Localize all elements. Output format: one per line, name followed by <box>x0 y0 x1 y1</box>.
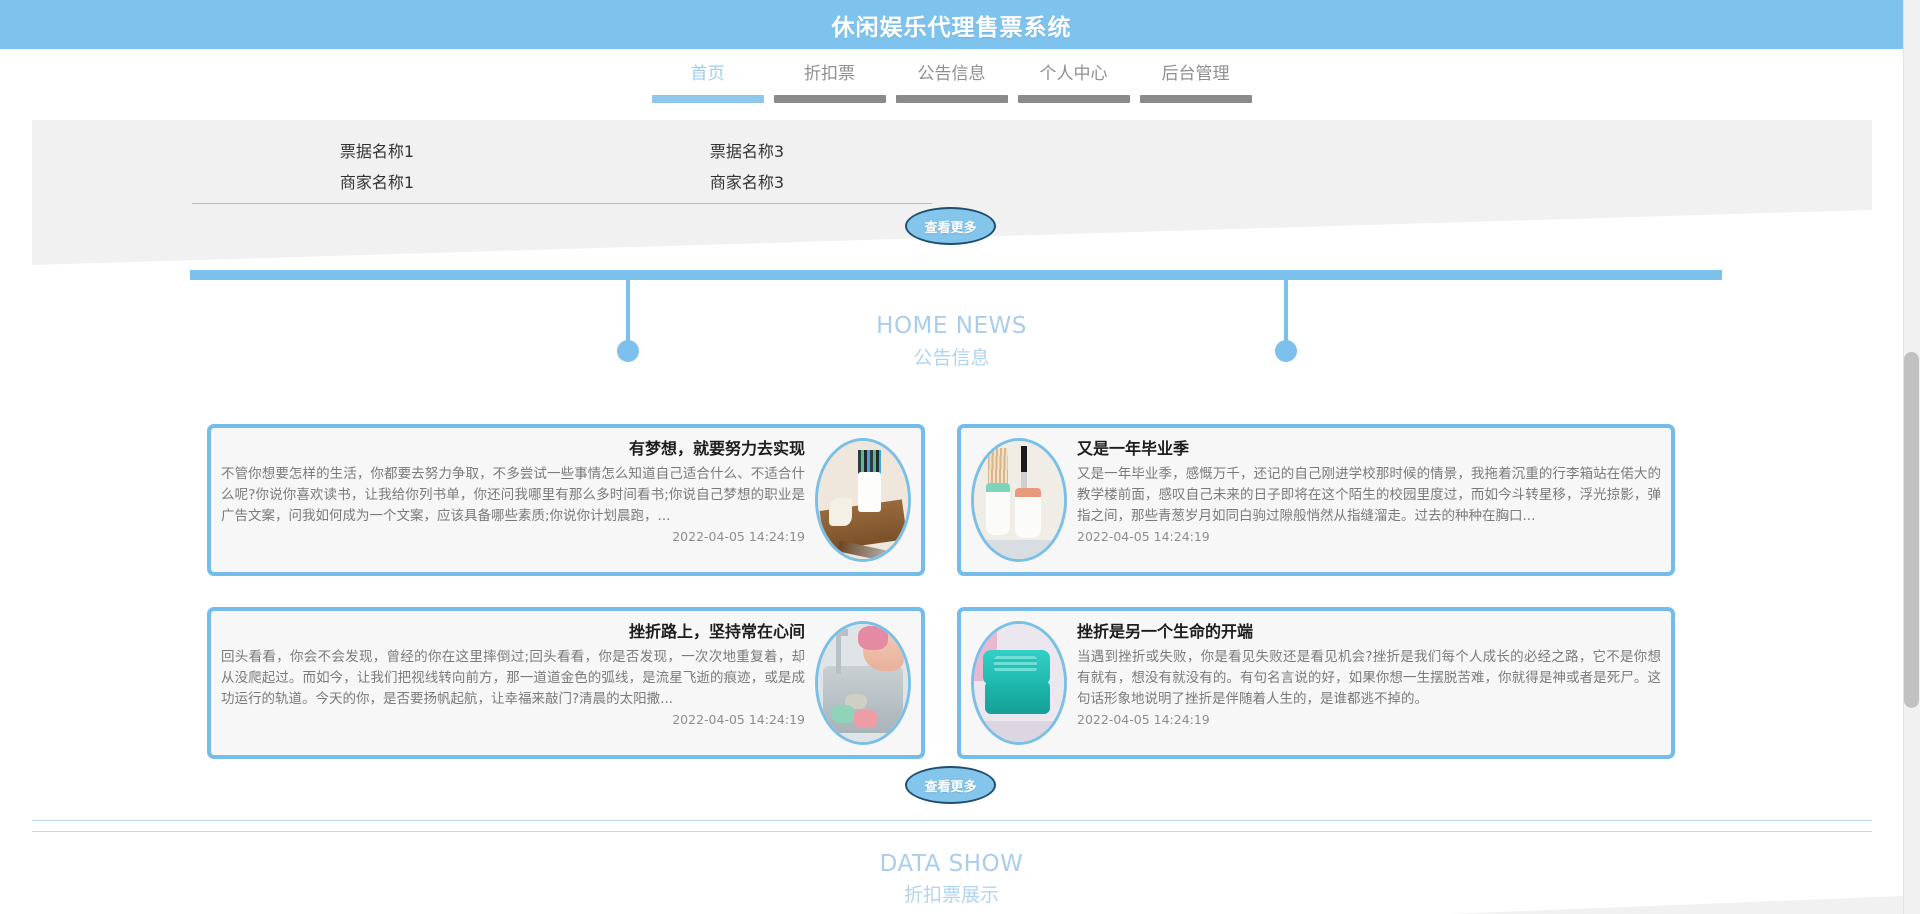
news-card-body: 又是一年毕业季 又是一年毕业季，感慨万千，还记的自己刚进学校那时候的情景，我拖着… <box>1077 436 1661 564</box>
news-card-body: 挫折是另一个生命的开端 当遇到挫折或失败，你是看见失败还是看见机会?挫折是我们每… <box>1077 619 1661 747</box>
ticket-divider <box>192 203 562 204</box>
news-view-more-button[interactable]: 查看更多 <box>905 766 996 804</box>
news-hanger-left-decoration <box>617 276 639 362</box>
nav-item-admin[interactable]: 后台管理 <box>1135 49 1257 103</box>
ticket-name: 票据名称3 <box>709 142 785 161</box>
section-divider-group <box>32 820 1872 832</box>
nav-item-label: 公告信息 <box>917 64 986 84</box>
news-description: 不管你想要怎样的生活，你都要去努力争取，不多尝试一些事情怎么知道自己适合什么、不… <box>221 466 805 524</box>
news-card[interactable]: 有梦想，就要努力去实现 不管你想要怎样的生活，你都要去努力争取，不多尝试一些事情… <box>207 424 925 576</box>
news-thumbnail-storage-box <box>971 621 1067 745</box>
news-hanger-right-decoration <box>1275 276 1297 362</box>
news-title: 挫折是另一个生命的开端 <box>1077 622 1254 641</box>
news-title: 又是一年毕业季 <box>1077 439 1190 458</box>
ticket-card[interactable]: 票据名称3 商家名称3 <box>562 128 932 220</box>
nav-item-personal-center[interactable]: 个人中心 <box>1013 49 1135 103</box>
news-card[interactable]: 挫折路上，坚持常在心间 回头看看，你会不会发现，曾经的你在这里摔倒过;回头看看，… <box>207 607 925 759</box>
news-card[interactable]: 挫折是另一个生命的开端 当遇到挫折或失败，你是看见失败还是看见机会?挫折是我们每… <box>957 607 1675 759</box>
news-timestamp: 2022-04-05 14:24:19 <box>1077 712 1210 727</box>
ticket-divider <box>562 203 932 204</box>
news-timestamp: 2022-04-05 14:24:19 <box>1077 529 1210 544</box>
divider-line <box>32 820 1872 821</box>
site-header: 休闲娱乐代理售票系统 <box>0 0 1903 49</box>
news-section-title-en: HOME NEWS <box>876 313 1027 339</box>
data-show-title-en: DATA SHOW <box>879 851 1024 877</box>
nav-item-discount-tickets[interactable]: 折扣票 <box>769 49 891 103</box>
ticket-card[interactable]: 票据名称1 商家名称1 <box>192 128 562 220</box>
news-timestamp: 2022-04-05 14:24:19 <box>672 529 805 544</box>
nav-item-label: 个人中心 <box>1039 64 1108 84</box>
news-card-body: 有梦想，就要努力去实现 不管你想要怎样的生活，你都要去努力争取，不多尝试一些事情… <box>221 436 805 564</box>
news-section-rule <box>190 270 1722 280</box>
news-card-grid: 有梦想，就要努力去实现 不管你想要怎样的生活，你都要去努力争取，不多尝试一些事情… <box>207 424 1676 759</box>
news-title: 有梦想，就要努力去实现 <box>628 439 805 458</box>
news-description: 回头看看，你会不会发现，曾经的你在这里摔倒过;回头看看，你是否发现，一次次地重复… <box>221 649 805 707</box>
news-thumbnail-pen-holder <box>971 438 1067 562</box>
ticket-shop-name: 商家名称1 <box>339 173 415 192</box>
divider-line <box>32 831 1872 832</box>
nav-item-announcements[interactable]: 公告信息 <box>891 49 1013 103</box>
news-section-title-cn: 公告信息 <box>913 347 990 369</box>
nav-active-indicator <box>651 95 764 103</box>
ticket-name: 票据名称1 <box>339 142 415 161</box>
vertical-scrollbar-track[interactable] <box>1903 0 1920 914</box>
ticket-shop-name: 商家名称3 <box>709 173 785 192</box>
news-card-body: 挫折路上，坚持常在心间 回头看看，你会不会发现，曾经的你在这里摔倒过;回头看看，… <box>221 619 805 747</box>
news-timestamp: 2022-04-05 14:24:19 <box>672 712 805 727</box>
data-show-title-cn: 折扣票展示 <box>903 884 999 906</box>
nav-indicator <box>895 95 1008 103</box>
nav-indicator <box>773 95 886 103</box>
news-thumbnail-desk-organizer <box>815 438 911 562</box>
nav-indicator <box>1017 95 1130 103</box>
page-title: 休闲娱乐代理售票系统 <box>831 14 1072 41</box>
vertical-scrollbar-thumb[interactable] <box>1904 352 1919 708</box>
nav-item-label: 折扣票 <box>804 64 855 84</box>
ticket-list: 票据名称1 商家名称1 票据名称3 商家名称3 <box>32 128 1872 220</box>
news-description: 又是一年毕业季，感慨万千，还记的自己刚进学校那时候的情景，我拖着沉重的行李箱站在… <box>1077 466 1661 524</box>
news-card[interactable]: 又是一年毕业季 又是一年毕业季，感慨万千，还记的自己刚进学校那时候的情景，我拖着… <box>957 424 1675 576</box>
nav-indicator <box>1139 95 1252 103</box>
nav-item-label: 后台管理 <box>1161 64 1230 84</box>
tickets-view-more-button[interactable]: 查看更多 <box>905 207 996 245</box>
news-description: 当遇到挫折或失败，你是看见失败还是看见机会?挫折是我们每个人成长的必经之路，它不… <box>1077 649 1661 707</box>
news-title: 挫折路上，坚持常在心间 <box>628 622 805 641</box>
nav-item-home[interactable]: 首页 <box>647 49 769 103</box>
news-thumbnail-kitchen-sponge <box>815 621 911 745</box>
nav-item-label: 首页 <box>690 64 725 84</box>
main-navigation: 首页 折扣票 公告信息 个人中心 后台管理 <box>0 49 1903 115</box>
